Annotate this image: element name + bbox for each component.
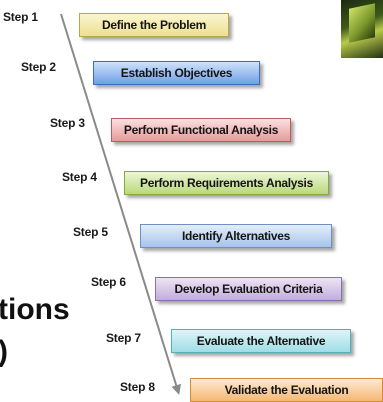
step-6-box: Develop Evaluation Criteria xyxy=(155,277,342,301)
step-4-label: Step 4 xyxy=(62,170,97,184)
step-8-box: Validate the Evaluation xyxy=(190,378,383,402)
step-7-label: Step 7 xyxy=(106,331,141,345)
cropped-text-line-1: tions xyxy=(0,293,70,326)
step-4-box: Perform Requirements Analysis xyxy=(124,171,329,195)
step-1-label: Step 1 xyxy=(3,10,38,24)
step-3-box: Perform Functional Analysis xyxy=(111,118,291,142)
step-6-label: Step 6 xyxy=(91,275,126,289)
step-3-label: Step 3 xyxy=(50,116,85,130)
corner-photo-image xyxy=(341,0,383,58)
step-7-box: Evaluate the Alternative xyxy=(171,329,351,353)
step-5-box: Identify Alternatives xyxy=(140,224,332,248)
step-5-label: Step 5 xyxy=(73,225,108,239)
step-2-box: Establish Objectives xyxy=(93,61,260,85)
step-8-label: Step 8 xyxy=(120,380,155,394)
step-1-box: Define the Problem xyxy=(79,13,229,37)
cropped-text-line-2: ) xyxy=(0,337,8,367)
flow-arrow-line xyxy=(60,13,181,395)
step-2-label: Step 2 xyxy=(21,60,56,74)
